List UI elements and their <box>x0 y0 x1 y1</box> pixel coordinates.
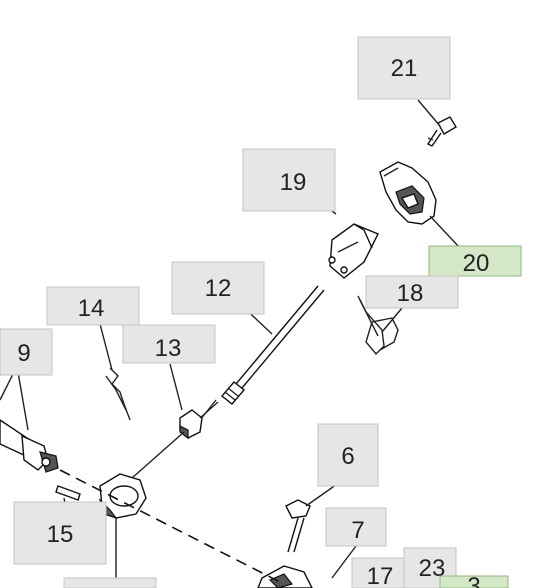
callout-label: 12 <box>205 275 232 302</box>
callout-7: 7 <box>325 507 387 547</box>
callout-6: 6 <box>317 423 379 487</box>
part-9-pivot-tube <box>0 419 59 473</box>
callout-12: 12 <box>171 261 265 315</box>
part-12-shaft <box>199 285 325 421</box>
callout-21: 21 <box>357 36 451 100</box>
callout-15: 15 <box>13 501 107 565</box>
callout-label: 3 <box>467 573 480 588</box>
callout-20: 20 <box>428 245 522 277</box>
part-15-pin <box>55 485 81 501</box>
callout-label: 21 <box>391 55 418 82</box>
callout-13: 13 <box>122 324 216 364</box>
callout-label: 13 <box>155 335 182 362</box>
part-18-wire-clip <box>357 295 399 356</box>
callout-19: 19 <box>242 148 336 212</box>
part-13-bushing <box>179 409 203 440</box>
callout-3: 3 <box>439 573 509 588</box>
part-7-yoke <box>257 565 313 588</box>
callout-label: 20 <box>463 250 490 277</box>
callout-label: 7 <box>351 517 364 544</box>
callout-partial-box <box>63 577 157 588</box>
callout-9: 9 <box>0 328 53 376</box>
callout-17: 17 <box>351 557 405 588</box>
assembly-axis-line <box>131 431 185 479</box>
callout-label: 6 <box>341 443 354 470</box>
callout-label: 9 <box>17 340 30 367</box>
callout-label: 14 <box>78 295 105 322</box>
pivot-housing <box>98 473 147 588</box>
part-14-spring-clip <box>105 367 131 421</box>
callout-14: 14 <box>46 286 140 326</box>
callout-label: 19 <box>280 169 307 196</box>
callout-label: 17 <box>367 563 394 588</box>
assembly-axis-dashed-line <box>59 469 281 583</box>
part-19-bracket <box>328 223 379 279</box>
callout-label: 18 <box>397 280 424 307</box>
part-20-bracket <box>379 161 437 225</box>
part-6-bolt <box>285 499 311 553</box>
part-21-bolt <box>426 116 457 147</box>
callout-18: 18 <box>365 275 459 309</box>
callout-label: 15 <box>47 521 74 548</box>
